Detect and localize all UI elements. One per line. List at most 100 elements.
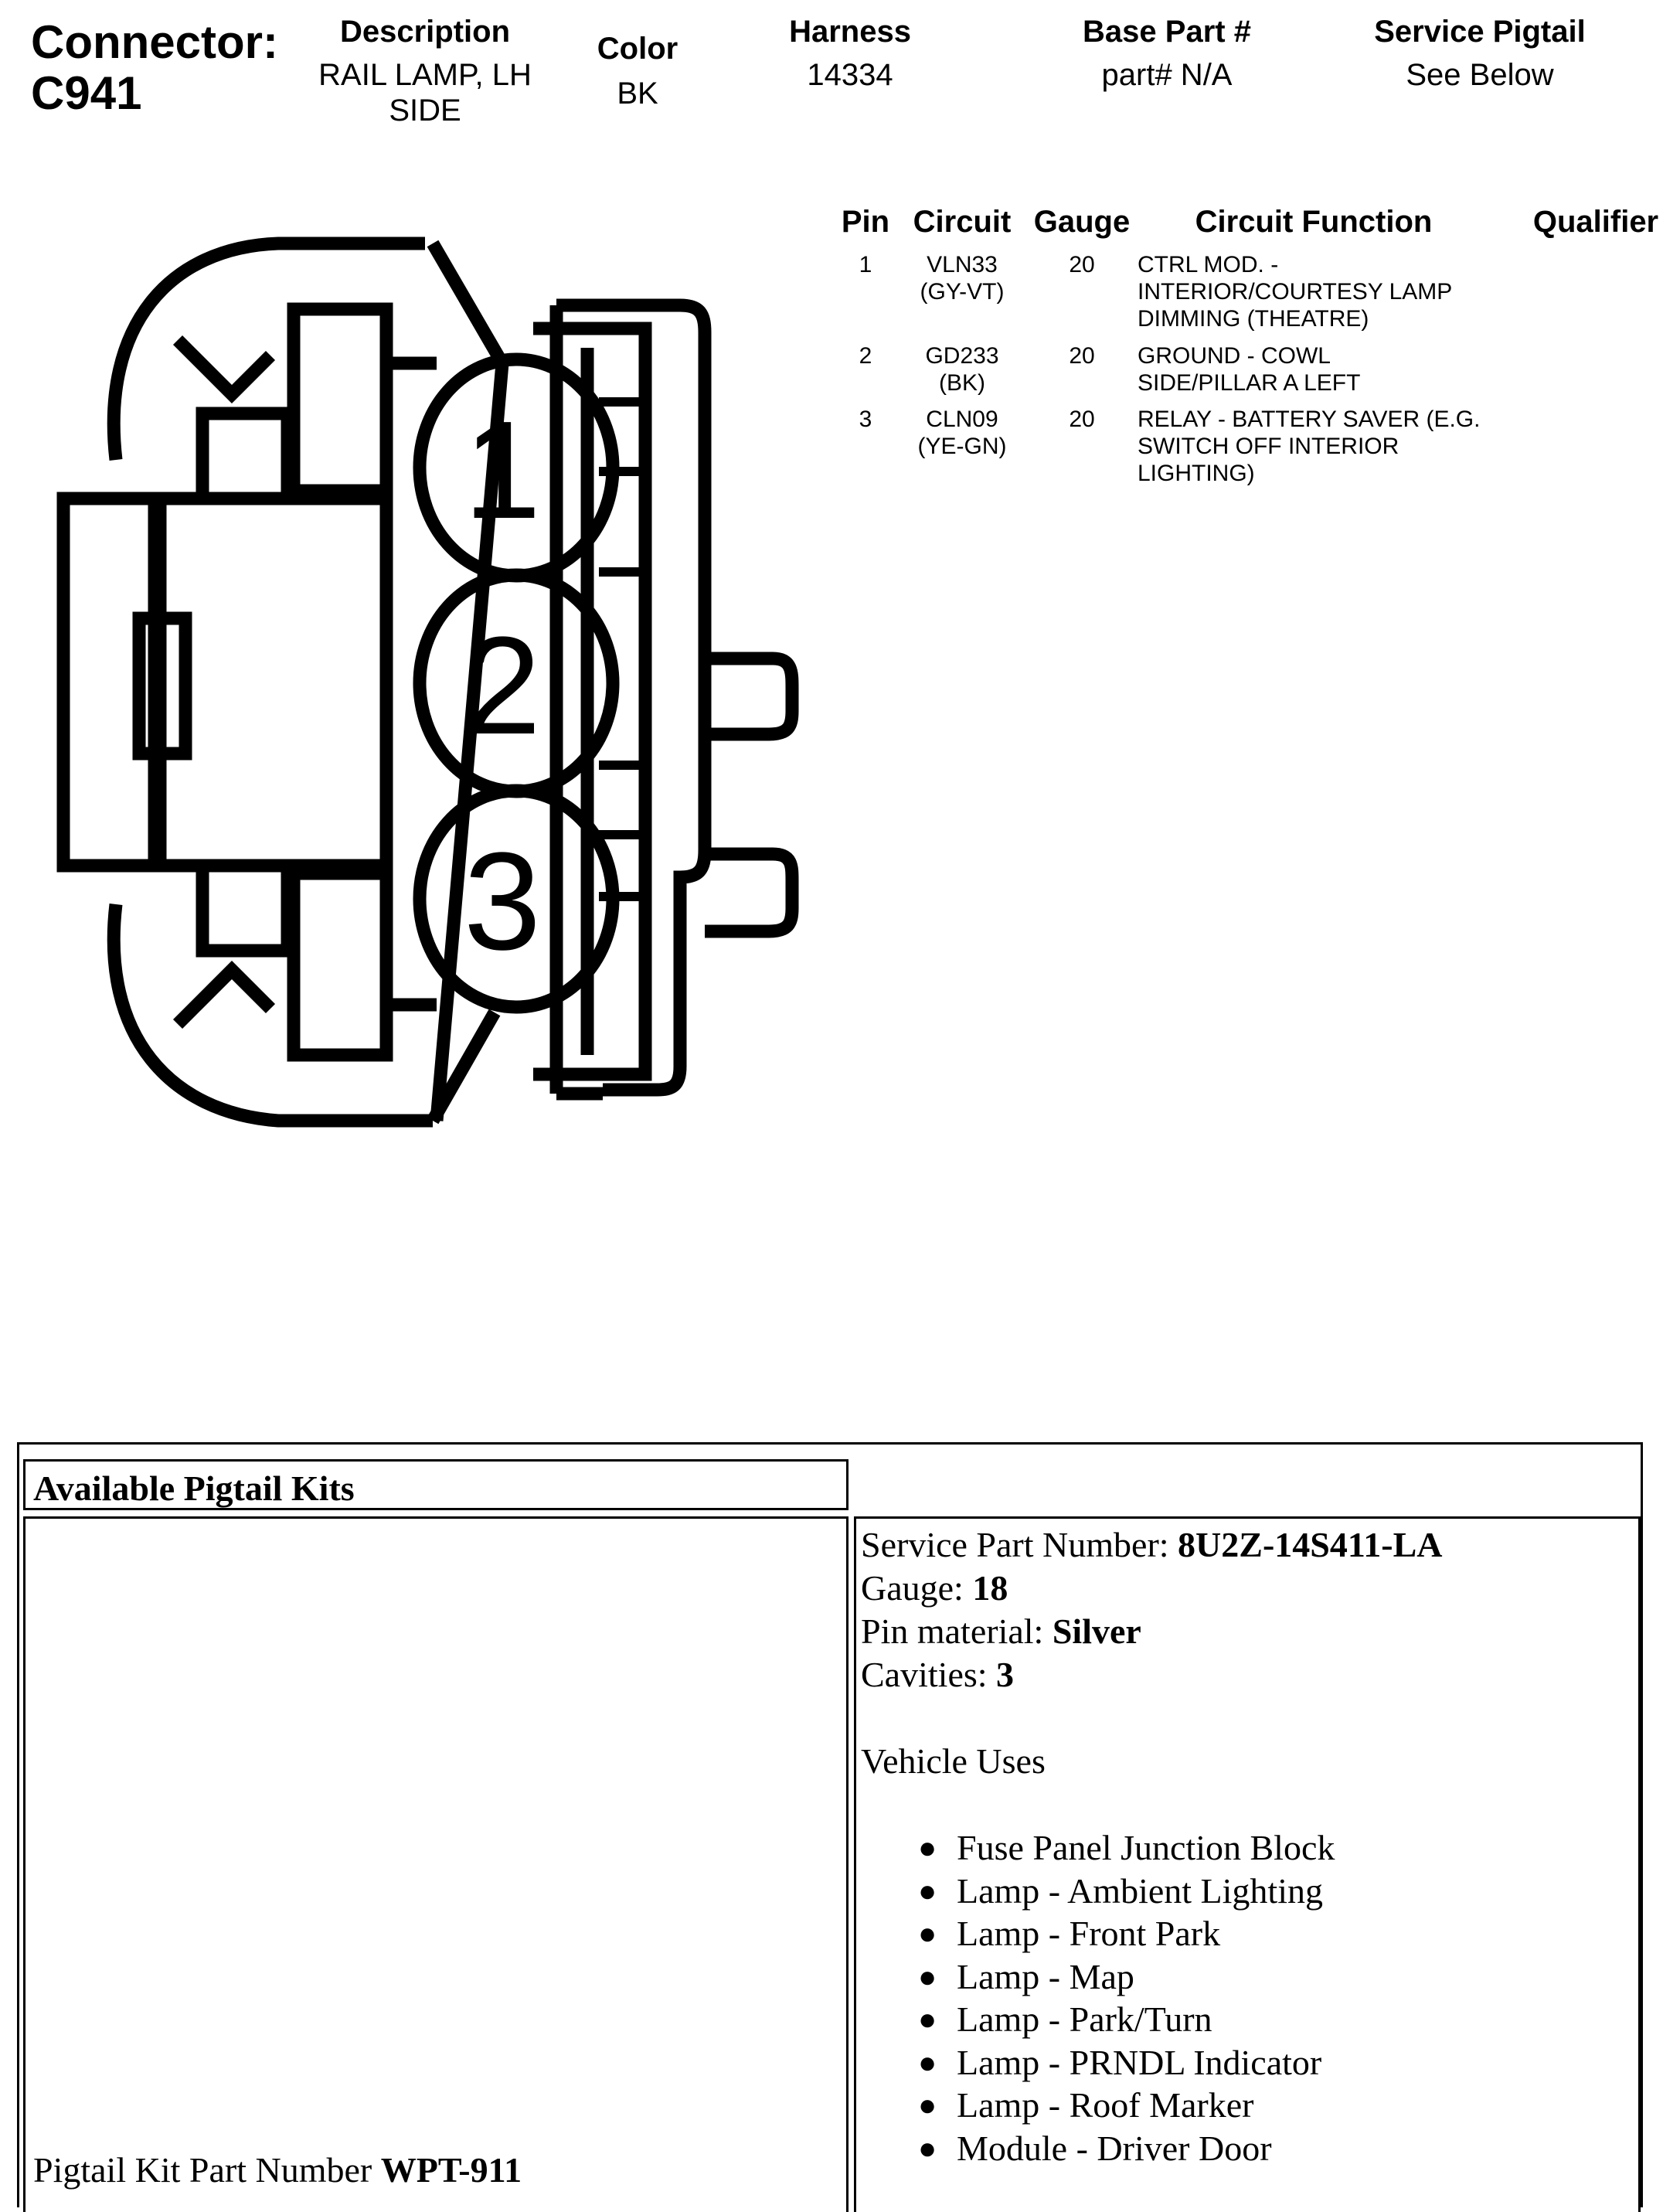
connector-face-diagram: 1 2 3: [56, 237, 799, 1128]
row-pin: 1: [859, 252, 872, 277]
row-function: GROUND - COWL SIDE/PILLAR A LEFT: [1138, 343, 1361, 396]
bullet-icon: ●: [918, 2002, 937, 2037]
service-pigtail-label: Service Pigtail: [1374, 15, 1586, 49]
row-circuit-color: (BK): [939, 370, 985, 396]
pin-material-label: Pin material:: [861, 1611, 1053, 1651]
top-key: [287, 302, 393, 498]
pin-table: Pin Circuit Gauge Circuit Function Quali…: [831, 205, 1658, 497]
connector-id: C941: [31, 67, 142, 119]
vehicle-use-label: Fuse Panel Junction Block: [957, 1828, 1335, 1867]
header-circuit: Circuit: [913, 205, 1012, 239]
list-item: ● Lamp - Ambient Lighting: [918, 1870, 1335, 1913]
cavity-label-1: 1: [464, 393, 541, 548]
pigtail-title-cell: Available Pigtail Kits: [23, 1459, 849, 1510]
harness-column: Harness 14334: [742, 14, 958, 93]
description-value: RAIL LAMP, LH SIDE: [318, 58, 532, 128]
row-circuit: VLN33 (GY-VT): [904, 251, 1020, 305]
vehicle-use-label: Lamp - Front Park: [957, 1914, 1221, 1953]
base-part-column: Base Part # part# N/A: [1036, 14, 1298, 93]
vehicle-use-label: Lamp - Map: [957, 1956, 1134, 1996]
header-qualifier: Qualifier: [1532, 205, 1659, 239]
list-item: ● Lamp - Front Park: [918, 1912, 1335, 1955]
list-item: ● Lamp - Roof Marker: [918, 2084, 1335, 2127]
bullet-icon: ●: [918, 1958, 937, 1994]
color-label: Color: [597, 32, 678, 66]
harness-label: Harness: [789, 15, 911, 49]
cavity-3: [413, 784, 620, 1014]
connector-label: Connector:: [31, 16, 278, 68]
row-gauge: 20: [1069, 343, 1095, 369]
service-pigtail-value: See Below: [1406, 58, 1554, 92]
color-column: Color BK: [564, 31, 711, 111]
bullet-icon: ●: [918, 1830, 937, 1865]
color-value: BK: [617, 77, 658, 111]
vehicle-use-label: Lamp - Roof Marker: [957, 2085, 1254, 2125]
pigtail-info: Service Part Number: 8U2Z-14S411-LA Gaug…: [861, 1523, 1443, 1783]
list-item: ● Lamp - Map: [918, 1955, 1335, 1999]
row-circuit-id: GD233: [925, 343, 999, 369]
row-circuit-color: (YE-GN): [917, 434, 1007, 459]
latch-tab: [132, 611, 192, 761]
bullet-icon: ●: [918, 1916, 937, 1951]
kit-part-value: WPT-911: [380, 2150, 522, 2190]
bullet-icon: ●: [918, 2130, 937, 2166]
row-pin: 3: [859, 407, 872, 432]
list-item: ● Lamp - Park/Turn: [918, 1998, 1335, 2041]
row-circuit: CLN09 (YE-GN): [904, 406, 1020, 460]
row-circuit-id: CLN09: [926, 407, 998, 432]
description-column: Description RAIL LAMP, LH SIDE: [294, 14, 556, 128]
bullet-icon: ●: [918, 1873, 937, 1908]
pin-material-value: Silver: [1052, 1611, 1141, 1651]
row-function: CTRL MOD. - INTERIOR/COURTESY LAMP DIMMI…: [1138, 252, 1452, 332]
header-function: Circuit Function: [1195, 205, 1433, 239]
row-function: RELAY - BATTERY SAVER (E.G. SWITCH OFF I…: [1138, 407, 1481, 486]
bullet-icon: ●: [918, 2088, 937, 2122]
top-lock-tab: [196, 407, 294, 505]
description-label: Description: [339, 15, 511, 49]
cavities-label: Cavities:: [861, 1655, 997, 1694]
vehicle-uses-label: Vehicle Uses: [861, 1741, 1046, 1781]
top-latch-spring: [172, 335, 276, 404]
cavities-value: 3: [996, 1655, 1015, 1694]
bullet-icon: ●: [918, 2044, 937, 2080]
right-shell: [603, 298, 712, 1097]
cavity-funnel-lower: [427, 1009, 501, 1125]
table-row: 2 GD233 (BK) 20 GROUND - COWL SIDE/PILLA…: [831, 342, 1650, 406]
vehicle-use-label: Lamp - Park/Turn: [957, 1999, 1212, 2039]
pigtail-title: Available Pigtail Kits: [33, 1468, 355, 1508]
pin-material-line: Pin material: Silver: [861, 1610, 1443, 1653]
list-item: ●Module - Driver Door: [918, 2127, 1335, 2170]
pigtail-kits-table: [17, 1442, 1643, 2207]
bottom-lock-tab: [196, 859, 294, 958]
row-circuit: GD233 (BK): [904, 342, 1020, 396]
base-part-label: Base Part #: [1083, 15, 1251, 49]
pin-table-header: Pin Circuit Gauge Circuit Function Quali…: [831, 205, 1658, 251]
kit-part-number: Pigtail Kit Part Number WPT-911: [33, 2149, 522, 2190]
upper-right-bump: [705, 652, 799, 741]
lower-right-bump: [705, 847, 799, 938]
service-part-line: Service Part Number: 8U2Z-14S411-LA: [861, 1523, 1443, 1567]
right-shell-caps: [556, 298, 603, 1101]
gauge-line: Gauge: 18: [861, 1567, 1443, 1610]
base-part-value: part# N/A: [1101, 58, 1233, 92]
row-circuit-color: (GY-VT): [920, 279, 1005, 305]
shell-top-arc: [107, 237, 425, 461]
row-pin: 2: [859, 343, 872, 369]
vehicle-use-label: Lamp - Ambient Lighting: [957, 1870, 1323, 1911]
cavities-line: Cavities: 3: [861, 1653, 1443, 1696]
kit-part-label: Pigtail Kit Part Number: [33, 2150, 381, 2190]
cavity-ribs: [599, 397, 645, 901]
row-circuit-id: VLN33: [927, 252, 998, 277]
cavity-frame: [533, 322, 652, 1081]
connector-title: Connector: C941: [31, 17, 278, 119]
shell-bottom-arc: [107, 904, 433, 1128]
list-item: ●Lamp - PRNDL Indicator: [918, 2041, 1335, 2084]
service-pigtail-column: Service Pigtail See Below: [1345, 14, 1615, 93]
cavity-label-3: 3: [464, 824, 541, 979]
header-pin: Pin: [841, 205, 890, 239]
service-part-label: Service Part Number:: [861, 1525, 1178, 1564]
pigtail-info-cell: Service Part Number: 8U2Z-14S411-LA Gaug…: [854, 1516, 1641, 2212]
bottom-key: [287, 866, 393, 1062]
gauge-label: Gauge:: [861, 1568, 973, 1608]
header-gauge: Gauge: [1033, 205, 1131, 239]
